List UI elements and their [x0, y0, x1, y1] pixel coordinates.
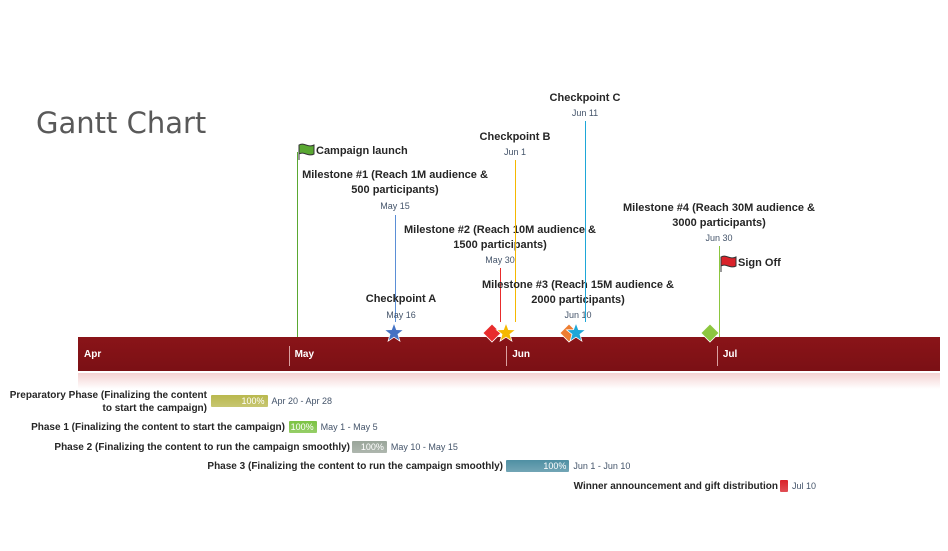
gold-star-icon — [495, 321, 517, 343]
milestone-title: Checkpoint B — [479, 131, 551, 143]
task-date-range: May 10 - May 15 — [390, 442, 458, 452]
green-flag-icon — [298, 143, 315, 160]
month-label: May — [294, 349, 315, 360]
task-bar — [288, 421, 317, 433]
blue-star-icon — [383, 321, 405, 343]
milestone-leader-line — [719, 246, 720, 337]
milestone-date: May 15 — [380, 201, 410, 211]
task-bar — [780, 480, 788, 492]
timeline-band — [78, 337, 940, 371]
milestone-title: Milestone #3 (Reach 15M audience &2000 p… — [482, 279, 674, 306]
task-date-range: Jun 1 - Jun 10 — [573, 461, 631, 471]
task-name: Phase 1 (Finalizing the content to start… — [31, 422, 285, 433]
task-bar — [351, 441, 387, 453]
milestone-leader-line — [297, 152, 298, 337]
red-flag-icon — [720, 255, 737, 272]
month-tick — [506, 346, 508, 366]
milestone-title: Sign Off — [738, 257, 781, 269]
green-diamond-icon — [700, 323, 720, 343]
task-percent: 100% — [241, 396, 265, 406]
cyan-star-icon — [565, 321, 588, 343]
milestone-title: Campaign launch — [316, 145, 408, 157]
task-name: Phase 2 (Finalizing the content to run t… — [54, 442, 350, 453]
milestone-title: Milestone #2 (Reach 10M audience &1500 p… — [404, 224, 596, 251]
month-tick — [288, 346, 290, 366]
milestone-title: Milestone #1 (Reach 1M audience &500 par… — [302, 169, 488, 196]
month-label: Jun — [512, 349, 530, 360]
milestone-title: Checkpoint C — [549, 92, 621, 104]
task-name: Preparatory Phase (Finalizing the conten… — [9, 390, 207, 414]
milestone-date: Jun 30 — [705, 233, 733, 243]
task-percent: 100% — [543, 461, 567, 471]
milestone-date: Jun 11 — [571, 108, 599, 118]
task-date-range: Apr 20 - Apr 28 — [271, 396, 333, 406]
month-label: Jul — [722, 349, 738, 360]
milestone-leader-line — [515, 160, 516, 322]
timeline-shadow — [78, 373, 940, 389]
month-label: Apr — [84, 349, 102, 360]
page-title: Gantt Chart — [36, 106, 207, 140]
task-date-range: Jul 10 — [792, 481, 817, 491]
task-percent: 100% — [290, 422, 314, 432]
milestone-leader-line — [395, 215, 396, 322]
task-bar — [211, 395, 268, 407]
milestone-date: May 30 — [485, 255, 515, 265]
milestone-leader-line — [500, 268, 501, 322]
milestone-date: May 16 — [386, 310, 416, 320]
task-name: Winner announcement and gift distributio… — [573, 481, 778, 492]
task-date-range: May 1 - May 5 — [320, 422, 378, 432]
milestone-title: Milestone #4 (Reach 30M audience &3000 p… — [623, 202, 815, 229]
month-tick — [716, 346, 718, 366]
task-percent: 100% — [360, 442, 384, 452]
milestone-date: Jun 10 — [564, 310, 592, 320]
task-bar — [506, 460, 570, 472]
milestone-title: Checkpoint A — [365, 293, 437, 305]
task-name: Phase 3 (Finalizing the content to run t… — [207, 461, 503, 472]
milestone-date: Jun 1 — [503, 147, 527, 157]
milestone-leader-line — [585, 121, 586, 322]
